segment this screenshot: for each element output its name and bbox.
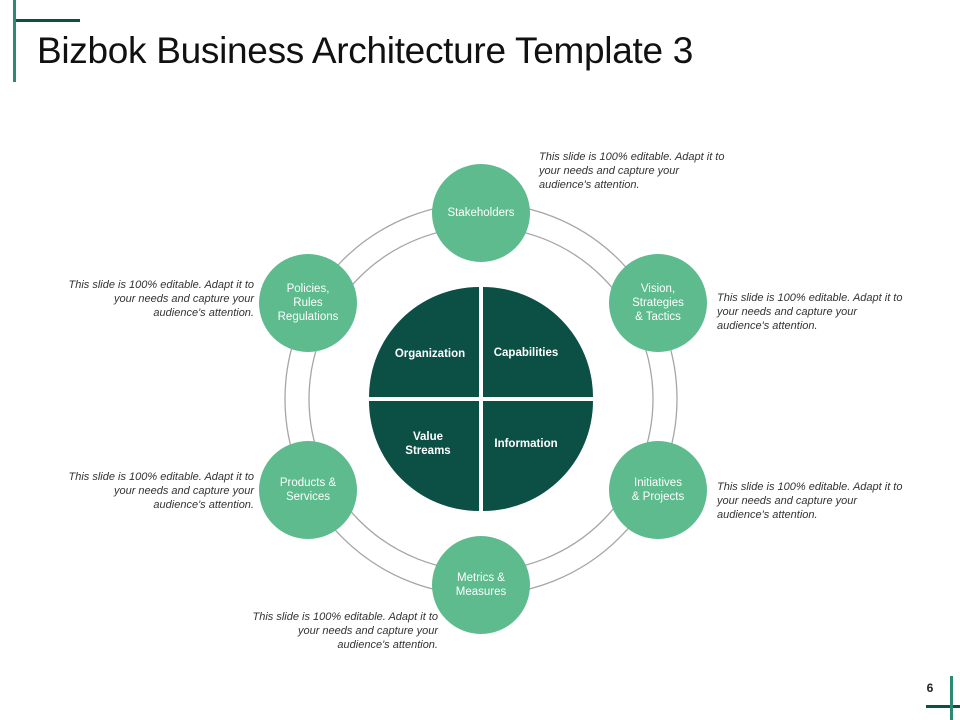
- center-label-value-streams: Value Streams: [405, 431, 451, 457]
- quadrant-capabilities: [483, 287, 593, 397]
- node-products-services: Products & Services: [259, 441, 357, 539]
- note-vision: This slide is 100% editable. Adapt it to…: [717, 292, 903, 332]
- note-initiatives: This slide is 100% editable. Adapt it to…: [717, 481, 903, 521]
- quadrant-information: [483, 401, 593, 511]
- inner-ring: [308, 226, 654, 572]
- node-stakeholders: Stakeholders: [432, 164, 530, 262]
- corner-accent-horizontal: [16, 19, 80, 22]
- corner-accent-vertical: [13, 0, 16, 82]
- node-metrics-measures: Metrics & Measures: [432, 536, 530, 634]
- quadrant-value-streams: [369, 401, 479, 511]
- quadrant-organization: [369, 287, 479, 397]
- node-initiatives-projects: Initiatives & Projects: [609, 441, 707, 539]
- center-label-information: Information: [494, 438, 558, 450]
- slide-title: Bizbok Business Architecture Template 3: [37, 30, 694, 71]
- note-stakeholders: This slide is 100% editable. Adapt it to…: [539, 151, 725, 191]
- note-metrics: This slide is 100% editable. Adapt it to…: [252, 611, 438, 651]
- center-label-organization: Organization: [394, 348, 466, 360]
- note-products: This slide is 100% editable. Adapt it to…: [68, 471, 254, 511]
- bottom-accent-vertical: [950, 676, 953, 720]
- bottom-accent-horizontal: [926, 705, 960, 708]
- page-number: 6: [926, 681, 934, 695]
- node-policies-rules-regulations: Policies, Rules Regulations: [259, 254, 357, 352]
- note-policies: This slide is 100% editable. Adapt it to…: [68, 279, 254, 319]
- center-label-capabilities: Capabilities: [493, 347, 559, 359]
- node-vision-strategies-tactics: Vision, Strategies & Tactics: [609, 254, 707, 352]
